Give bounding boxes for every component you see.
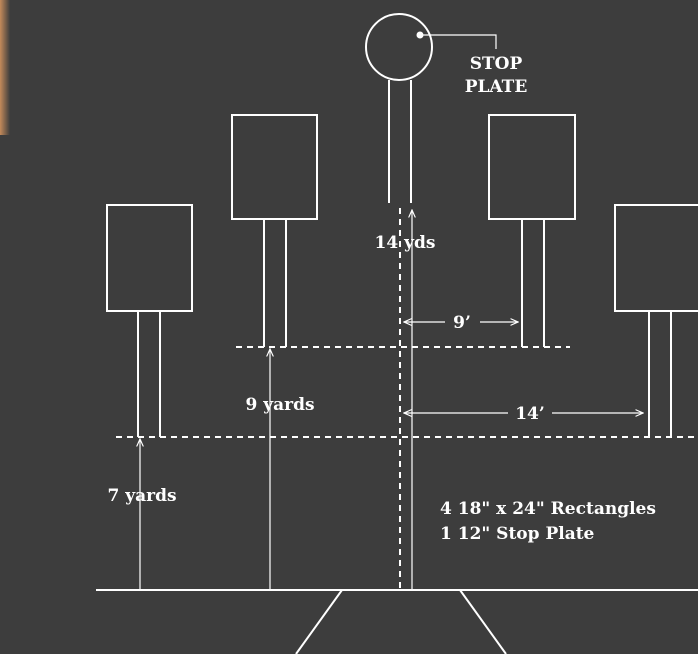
label-14-yds: 14 yds (375, 233, 436, 253)
target-rectangle-1 (106, 204, 193, 437)
label-9-yards: 9 yards (245, 395, 314, 415)
target-rectangle-2 (231, 114, 318, 347)
stop-plate-label-line1: STOP (470, 54, 523, 74)
label-14-ft: 14’ (515, 404, 545, 424)
left-edge-glow (0, 0, 10, 135)
label-7-yards: 7 yards (107, 486, 176, 506)
label-9-ft: 9’ (453, 313, 471, 333)
target-rectangle-3 (488, 114, 576, 347)
targets-description-line2: 1 12" Stop Plate (440, 524, 595, 544)
stop-plate-label-line2: PLATE (465, 77, 528, 97)
target-rectangle-4 (614, 204, 698, 437)
stop-plate (365, 13, 497, 203)
targets-description-line1: 4 18" x 24" Rectangles (440, 499, 656, 519)
start-box (295, 589, 507, 654)
